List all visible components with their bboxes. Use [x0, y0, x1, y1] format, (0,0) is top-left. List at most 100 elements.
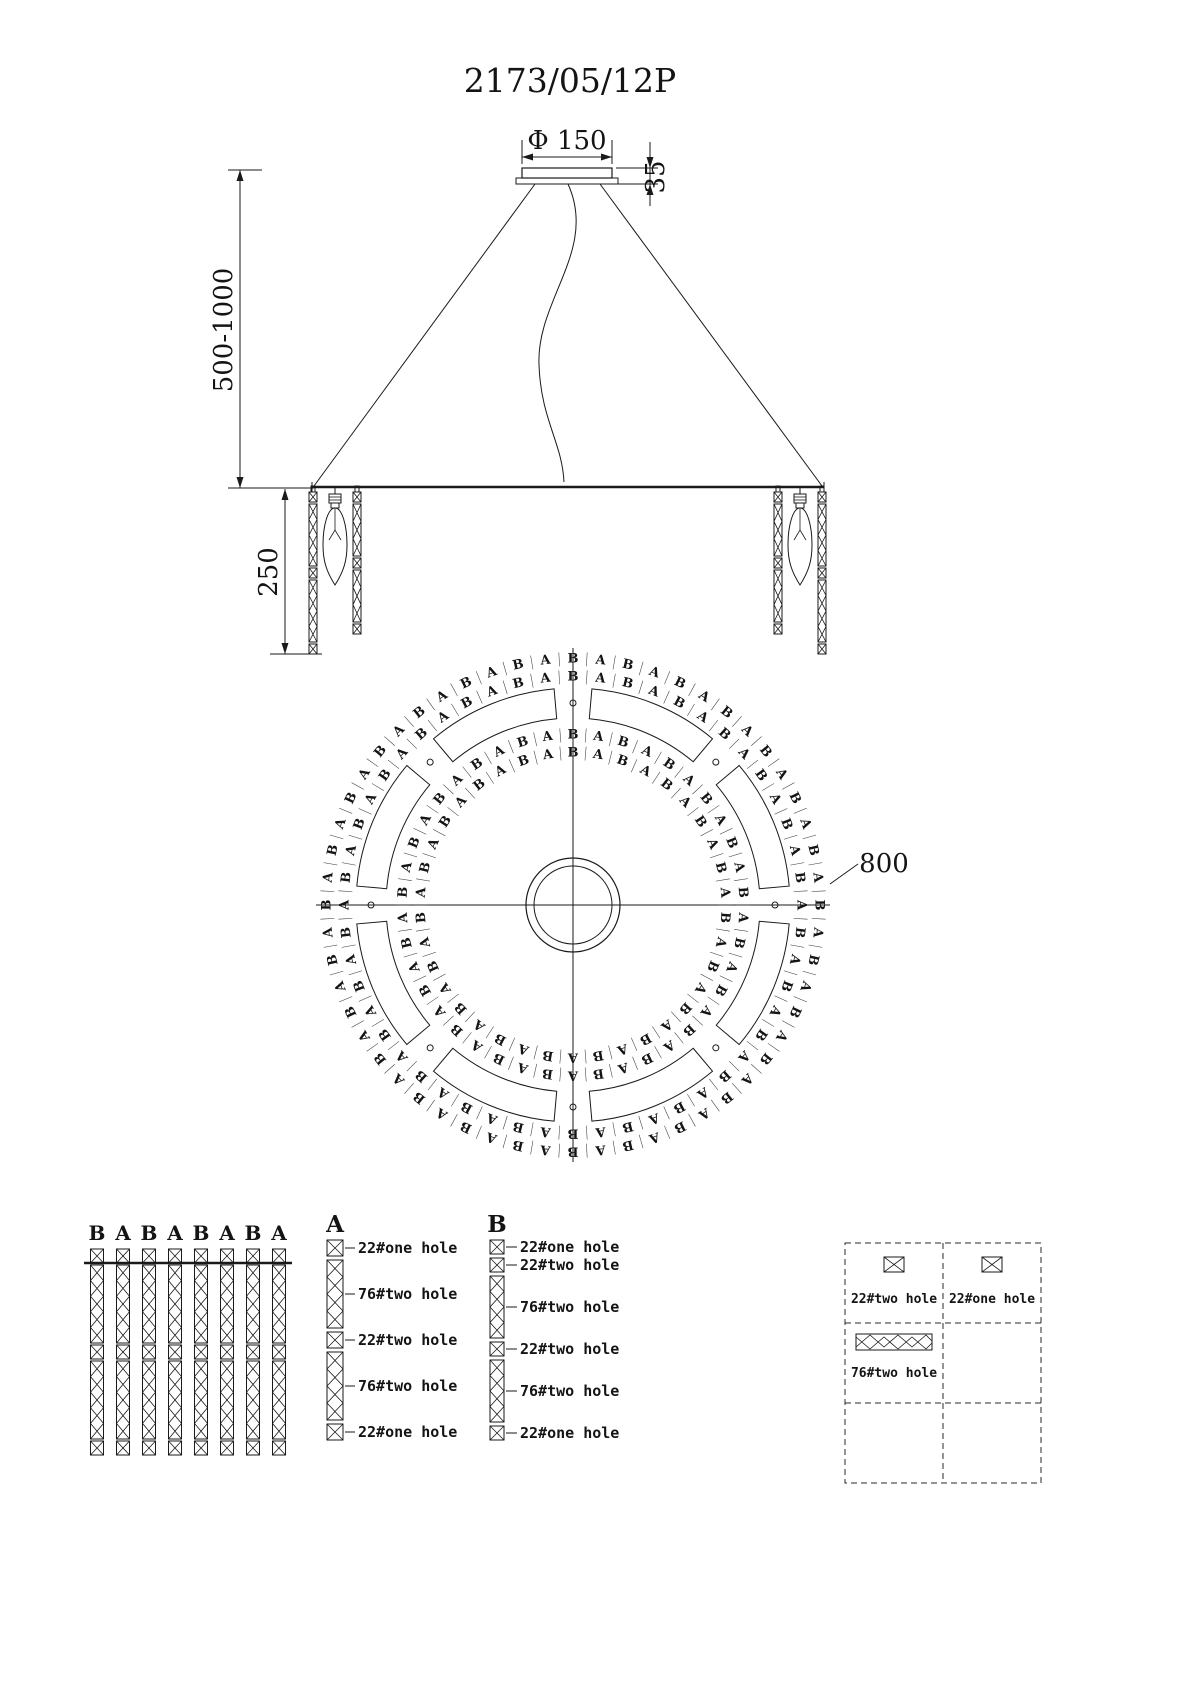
ring-letter: A	[433, 1104, 451, 1123]
ring-letter: A	[539, 1141, 553, 1157]
ring-letter: B	[672, 674, 688, 692]
ring-letter: A	[614, 1040, 630, 1058]
ring-letter: B	[672, 1117, 688, 1135]
ring-letter: B	[616, 734, 631, 752]
ring-letter: A	[515, 1059, 531, 1077]
ring-letter: B	[703, 958, 721, 974]
ring-letter: B	[342, 1004, 360, 1020]
ring-letter: A	[425, 835, 444, 852]
elevation-view: Φ 150 35 500-1000 250	[209, 126, 827, 655]
crossed-box-icon	[981, 1256, 1003, 1273]
ring-letter: A	[591, 729, 605, 746]
center-hub-inner	[533, 865, 613, 945]
ring-letter: B	[492, 1029, 509, 1047]
ring-letter: A	[734, 744, 753, 763]
ring-letter: B	[371, 743, 390, 761]
ring-letter: B	[471, 776, 489, 795]
canopy-diameter-label: Φ 150	[527, 126, 606, 156]
ring-letter: A	[332, 978, 350, 994]
ring-letter: A	[646, 1128, 662, 1146]
strip-label: A	[166, 1221, 183, 1245]
segment-hole	[569, 1103, 577, 1111]
center-hub-outer	[525, 857, 621, 953]
ring-letter: A	[809, 926, 825, 940]
ring-letter: A	[417, 935, 434, 950]
strip-label: B	[141, 1221, 158, 1245]
ring-letter: A	[362, 1002, 381, 1020]
ring-letter: A	[735, 911, 751, 924]
ring-letter: A	[343, 843, 360, 858]
ring-letter: B	[515, 734, 530, 752]
ring-letter: B	[785, 1004, 803, 1020]
legend-label: 22#two hole	[851, 1292, 937, 1307]
ring-letter: B	[804, 953, 821, 967]
ring-letter: B	[413, 1066, 431, 1085]
ring-letter: A	[734, 1047, 753, 1066]
part-label: 22#two hole	[358, 1331, 457, 1349]
ring-letter: B	[592, 1065, 605, 1081]
ring-letter: B	[791, 871, 807, 884]
diameter-leader	[829, 863, 859, 885]
ring-letter: A	[638, 742, 655, 761]
ring-letter: B	[342, 790, 360, 806]
ring-letter: A	[433, 687, 451, 706]
legend-label: 76#two hole	[851, 1366, 937, 1381]
ring-letter: B	[458, 674, 474, 692]
ring-segment	[356, 764, 431, 890]
ceiling-canopy	[521, 167, 613, 179]
strip-label: A	[114, 1221, 131, 1245]
ring-letter: A	[711, 811, 730, 829]
ring-letter: A	[646, 1109, 663, 1127]
ring-letter: A	[695, 1104, 713, 1123]
ring-letter: B	[615, 752, 630, 770]
ring-letter: B	[591, 1047, 604, 1064]
ring-segment	[715, 764, 790, 890]
ring-letter: B	[660, 755, 678, 774]
ring-letter: B	[735, 886, 751, 898]
ring-letter: B	[756, 1049, 775, 1067]
ring-letter: A	[737, 721, 756, 740]
ring-letter: B	[756, 743, 775, 761]
ring-letter: A	[389, 722, 408, 741]
detail-b-label: B	[487, 1211, 506, 1238]
ring-letter: A	[355, 765, 374, 783]
ring-letter: B	[431, 790, 450, 808]
ring-letter: B	[458, 1117, 474, 1135]
ring-letter: B	[511, 675, 525, 692]
ring-letter: B	[804, 843, 821, 857]
suspension-range-label: 500-1000	[209, 268, 239, 393]
ring-letter: B	[351, 978, 369, 994]
ring-letter: B	[691, 813, 710, 830]
ring-letter: B	[620, 1118, 634, 1135]
ring-letter: B	[621, 1136, 635, 1153]
part-label: 76#two hole	[520, 1382, 619, 1400]
canopy-plate	[515, 177, 619, 185]
ring-letter: B	[639, 1049, 655, 1067]
ring-letter: A	[470, 1015, 489, 1034]
ring-letter: B	[568, 1144, 579, 1159]
ring-letter: A	[646, 664, 662, 682]
ring-letter: B	[715, 1066, 733, 1085]
ring-letter: B	[417, 981, 435, 998]
ring-letter: A	[452, 793, 471, 812]
ring-letter: B	[511, 657, 525, 674]
ring-letter: B	[777, 816, 795, 832]
ring-letter: A	[431, 1002, 450, 1021]
candle-bulb	[787, 486, 813, 586]
segment-hole	[712, 1044, 720, 1052]
ring-letter: A	[693, 1083, 711, 1102]
canopy-height-label: 35	[641, 160, 671, 193]
ring-letter: A	[660, 1036, 678, 1055]
ring-diameter-label: 800	[859, 849, 909, 879]
ring-letter: A	[730, 860, 747, 875]
ring-letter: A	[468, 1036, 486, 1055]
segment-hole	[367, 901, 375, 909]
ring-letter: B	[717, 703, 735, 722]
ring-letter: B	[568, 670, 579, 685]
